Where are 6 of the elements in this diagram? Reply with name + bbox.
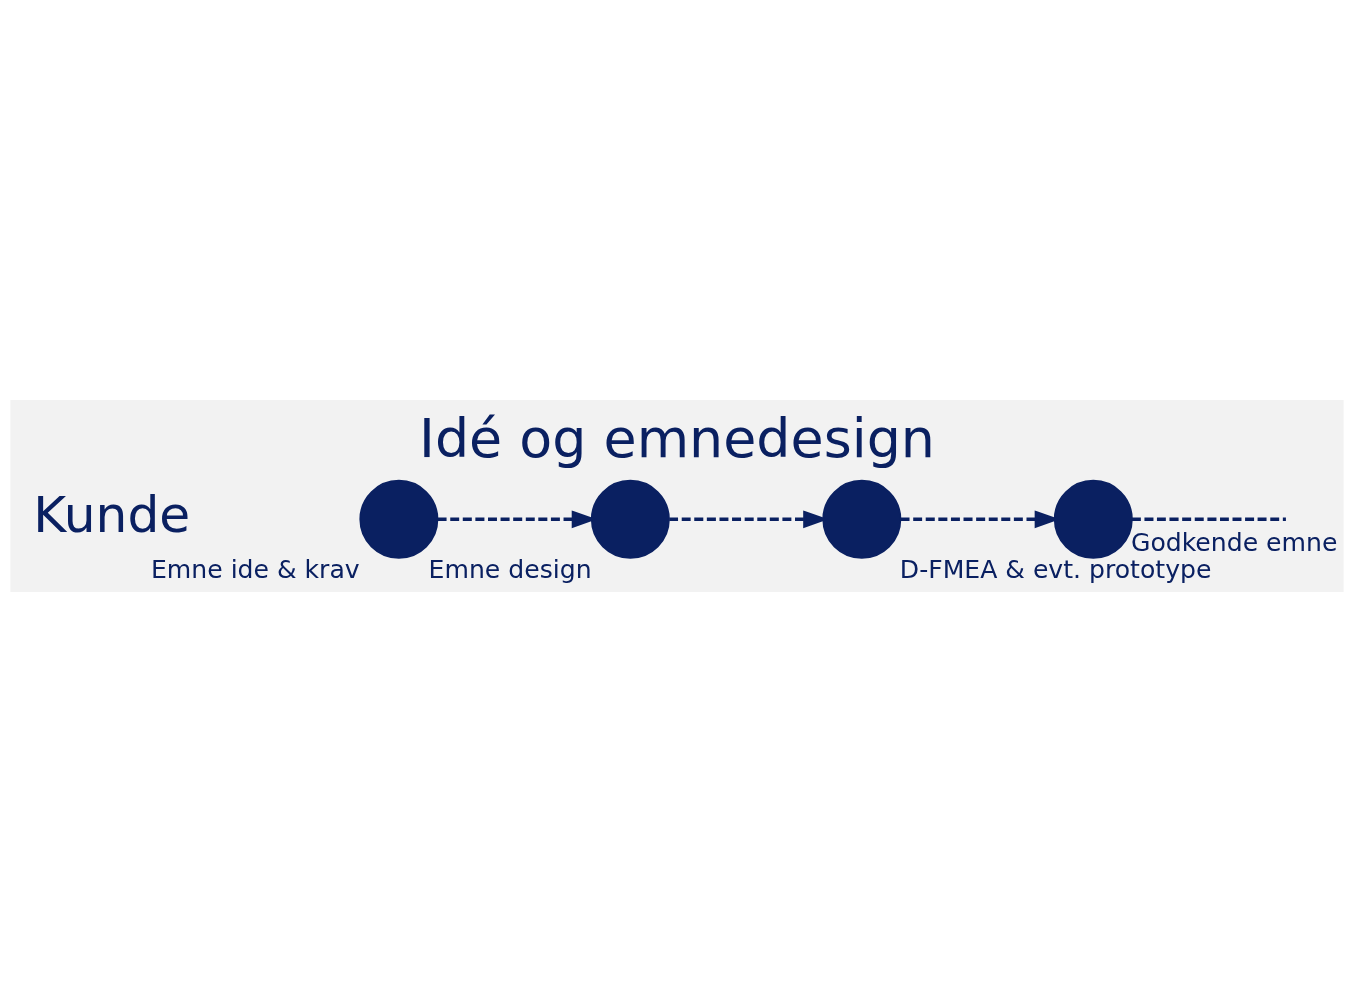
node-label: Emne design	[428, 554, 592, 584]
diagram-title: Idé og emnedesign	[419, 406, 935, 470]
node-label: D-FMEA & evt. prototype	[899, 554, 1212, 584]
label: Kunde	[33, 484, 191, 544]
node-label: Godkende emne	[1130, 527, 1338, 557]
node-label: Emne ide & krav	[150, 554, 360, 584]
